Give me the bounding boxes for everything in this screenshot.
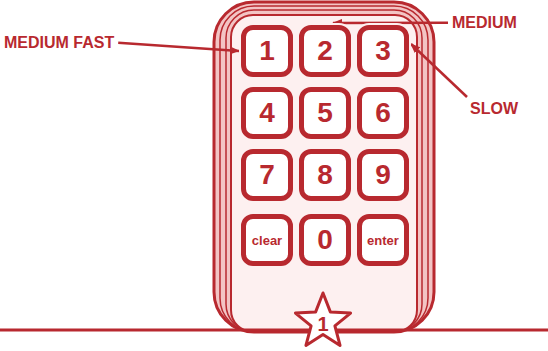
keypad-key: enter: [357, 214, 409, 266]
speed-label: MEDIUM: [452, 14, 517, 32]
keypad-key: 5: [299, 87, 351, 139]
housing-ring: [226, 10, 422, 332]
key-label: 1: [259, 37, 275, 65]
keypad-key: 8: [299, 149, 351, 201]
housing-outer: [214, 2, 434, 332]
leader-arrow: [411, 44, 467, 97]
key-label: 3: [375, 37, 391, 65]
keypad-key: 3: [357, 25, 409, 77]
key-label: 6: [375, 99, 391, 127]
leader-arrow: [333, 22, 448, 25]
keypad-key: 6: [357, 87, 409, 139]
keypad-key: 9: [357, 149, 409, 201]
base-line: [0, 329, 548, 332]
speed-label: MEDIUM FAST: [4, 34, 114, 52]
keypad-key: 4: [241, 87, 293, 139]
keypad-key: 0: [299, 214, 351, 266]
leader-arrow: [118, 43, 239, 51]
key-label: 0: [317, 226, 333, 254]
key-label: clear: [252, 234, 282, 247]
housing-ring: [220, 6, 428, 332]
keypad-key: 1: [241, 25, 293, 77]
key-label: 9: [375, 161, 391, 189]
speed-label: SLOW: [470, 100, 518, 118]
key-label: 8: [317, 161, 333, 189]
key-label: 4: [259, 99, 275, 127]
key-label: 2: [317, 37, 333, 65]
keypad-panel: [231, 15, 417, 332]
keypad-key: 7: [241, 149, 293, 201]
key-label: enter: [367, 234, 399, 247]
key-label: 5: [317, 99, 333, 127]
callout-number: 1: [293, 314, 353, 334]
callout-star: 1: [293, 290, 353, 350]
key-label: 7: [259, 161, 275, 189]
keypad-key: clear: [241, 214, 293, 266]
keypad-key: 2: [299, 25, 351, 77]
